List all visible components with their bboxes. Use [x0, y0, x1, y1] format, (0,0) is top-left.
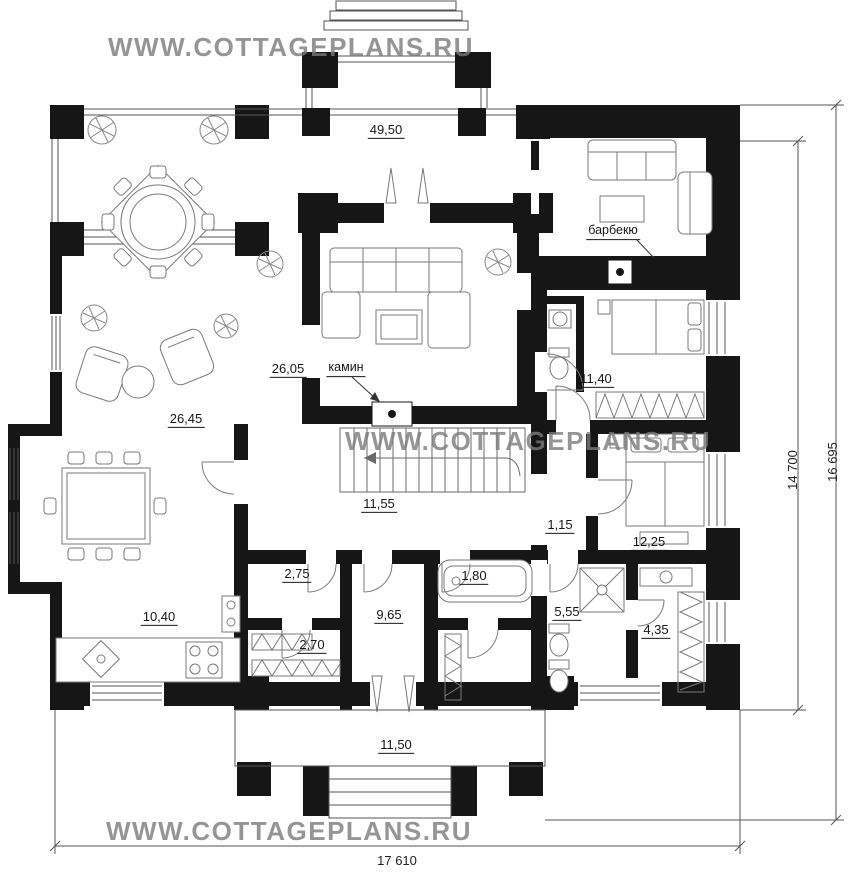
wardrobe-fixtures	[639, 567, 705, 693]
dimension-overall-depth: 16 695	[824, 442, 840, 482]
dimension-main-depth: 14 700	[784, 450, 800, 490]
barbecue-label: барбекю	[586, 223, 640, 240]
utility-shelving	[444, 633, 462, 701]
room-area-living-room: 26,05	[269, 361, 307, 379]
room-area-shower-wc: 5,55	[552, 604, 582, 622]
living-room-sofa	[321, 247, 471, 349]
bathtub	[437, 559, 533, 603]
annotation-leaders	[351, 239, 655, 402]
kitchen-counter	[55, 595, 241, 683]
shower-wc-fixtures	[548, 567, 625, 693]
dimension-lines	[49, 99, 844, 854]
fireplace	[371, 401, 413, 427]
room-area-bedroom-bottom: 12,25	[630, 534, 668, 552]
room-area-porch: 11,50	[378, 737, 414, 755]
plants	[80, 115, 512, 339]
closet-shelving	[251, 633, 341, 677]
room-area-terrace: 49,50	[367, 122, 405, 140]
bedroom-bottom-furniture	[609, 433, 705, 545]
room-area-hall: 11,55	[361, 496, 397, 514]
sitting-room-furniture	[75, 328, 215, 402]
furniture	[43, 115, 713, 701]
room-area-closet: 2,70	[297, 637, 327, 655]
dining-table-set	[43, 451, 167, 561]
barbecue-unit	[607, 259, 633, 285]
dimension-overall-width: 17 610	[377, 852, 417, 868]
room-area-storage: 2,75	[282, 566, 312, 584]
stairs	[339, 427, 526, 493]
room-area-corridor: 1,15	[545, 517, 575, 535]
bedroom-top-furniture	[548, 299, 705, 420]
room-area-bedroom-top: 11,40	[578, 371, 614, 389]
room-area-sitting-room: 26,45	[167, 411, 205, 429]
room-area-utility: 9,65	[374, 607, 404, 625]
veranda-furniture	[587, 139, 713, 235]
room-area-bathroom: 1,80	[459, 568, 489, 586]
room-area-wardrobe: 4,35	[641, 622, 671, 640]
fireplace-label: камин	[326, 360, 366, 377]
porch	[234, 709, 546, 819]
doors	[201, 167, 665, 713]
room-area-kitchen-dining: 10,40	[140, 609, 178, 627]
terrace-dining-set	[100, 164, 216, 280]
